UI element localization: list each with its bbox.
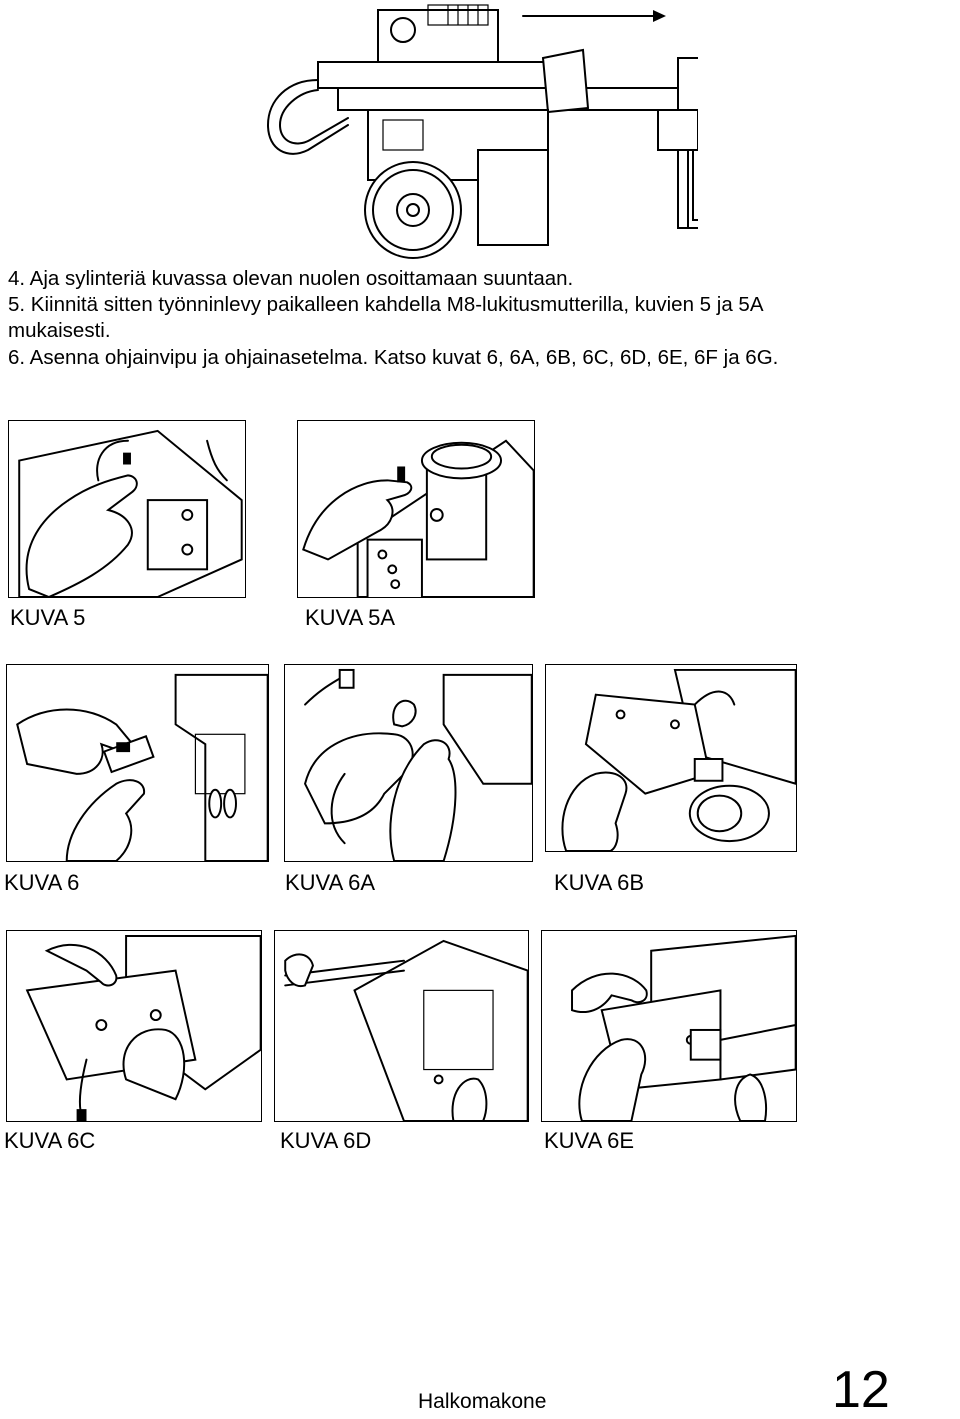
caption-kuva-6c: KUVA 6C <box>4 1128 96 1153</box>
figure-kuva-6 <box>6 664 269 862</box>
instruction-step-5-line2: mukaisesti. <box>8 319 111 342</box>
figure-kuva-6c <box>6 930 262 1122</box>
caption-kuva-6b: KUVA 6B <box>554 870 645 895</box>
log-splitter-illustration <box>248 0 710 262</box>
hands-adjusting-bracket-illustration <box>571 934 796 1121</box>
hand-tightening-nut-illustration <box>18 429 243 597</box>
caption-kuva-6a: KUVA 6A <box>285 870 376 895</box>
hand-holding-guide-arm-illustration <box>284 939 528 1121</box>
caption-kuva-5a: KUVA 5A <box>305 605 396 630</box>
caption-kuva-5: KUVA 5 <box>10 605 86 630</box>
hands-fitting-rod-illustration <box>25 934 261 1121</box>
figure-kuva-5 <box>8 420 246 598</box>
figure-kuva-6d <box>274 930 529 1122</box>
caption-kuva-6e: KUVA 6E <box>544 1128 635 1153</box>
footer-product-name: Halkomakone <box>418 1390 547 1413</box>
hands-inserting-pin-illustration <box>304 668 532 861</box>
figure-kuva-5a <box>297 420 535 598</box>
instruction-step-6: 6. Asenna ohjainvipu ja ohjainasetelma. … <box>8 346 779 369</box>
caption-kuva-6: KUVA 6 <box>4 870 80 895</box>
figure-kuva-6e <box>541 930 797 1122</box>
lever-bracket-and-wheel-illustration <box>561 668 796 851</box>
caption-kuva-6d: KUVA 6D <box>280 1128 372 1153</box>
instruction-step-5-line1: 5. Kiinnitä sitten työnninlevy paikallee… <box>8 293 764 316</box>
hand-attaching-lever-illustration <box>16 673 268 861</box>
instruction-step-4: 4. Aja sylinteriä kuvassa olevan nuolen … <box>8 267 574 290</box>
figure-kuva-6a <box>284 664 533 862</box>
hand-placing-bolt-illustration <box>302 439 534 597</box>
page-number: 12 <box>832 1361 890 1419</box>
figure-kuva-6b <box>545 664 797 852</box>
